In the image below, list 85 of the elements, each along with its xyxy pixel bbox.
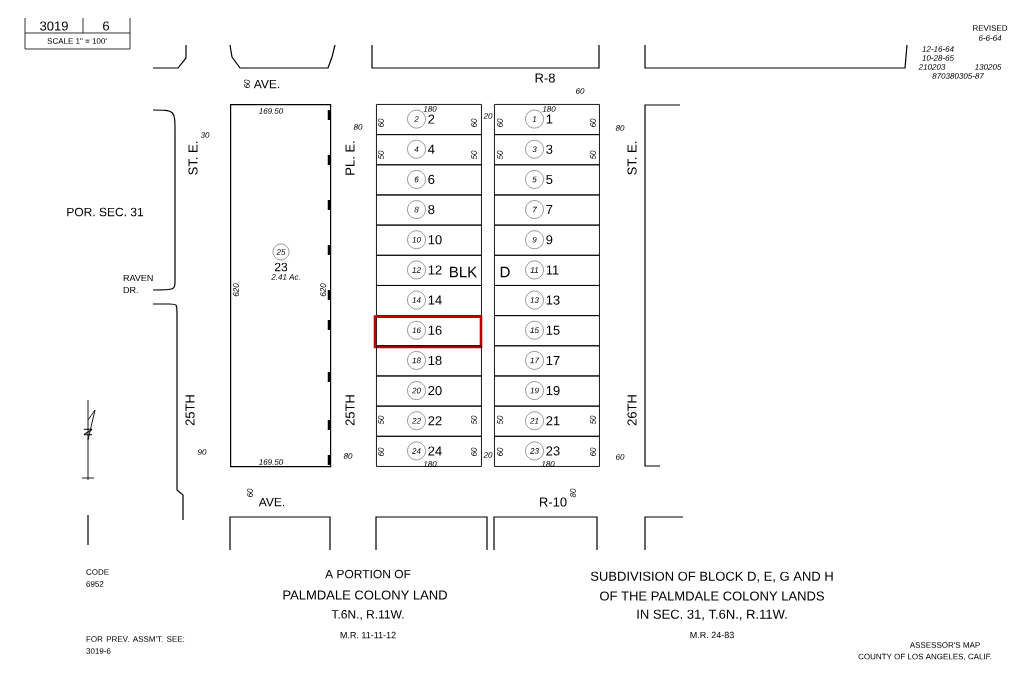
dimension-number: COUNTY OF LOS ANGELES, CALIF. (858, 653, 992, 661)
dimension-number: 80 (353, 124, 363, 130)
dimension-number: 10-28-65 (922, 55, 955, 61)
dimension-number: 60 (497, 118, 503, 127)
dimension-number: 60 (616, 454, 625, 460)
map-label: AVE. (253, 79, 280, 89)
dimension-number: 60 (378, 447, 384, 456)
dimension-number: 20 (483, 113, 493, 119)
dimension-number: 50 (497, 415, 503, 425)
dimension-number: 130205 (974, 64, 1002, 70)
map-label: OF THE PALMDALE COLONY LANDS (600, 591, 824, 601)
map-number-box: 3019 6 SCALE 1" = 100' (24, 17, 131, 50)
dimension-number: 80 (343, 453, 353, 459)
map-label: R-10 (540, 497, 567, 507)
map-label: ST. E. (627, 141, 637, 175)
lot-box: 7 7 (494, 194, 600, 226)
map-label: POR. SEC. 31 (67, 207, 144, 217)
dimension-number: 50 (590, 150, 596, 160)
map-label: A PORTION OF (325, 569, 411, 579)
lot-box: 15 15 (494, 315, 600, 347)
map-label: 26TH (627, 395, 637, 426)
dimension-number: 90 (197, 449, 207, 455)
map-label: 25TH (345, 395, 355, 426)
dimension-number: 620 (233, 283, 239, 297)
map-label: ST. E. (188, 141, 198, 175)
lot-box: 5 5 (494, 164, 600, 196)
dimension-number: 60 (576, 88, 585, 94)
lot-box: 8 8 (376, 194, 482, 226)
map-label: R-8 (535, 73, 555, 83)
lot-box: 18 18 (376, 345, 482, 377)
map-label: SUBDIVISION OF BLOCK D, E, G AND H (590, 571, 833, 583)
map-label: RAVEN DR. (123, 274, 153, 294)
dimension-number: 169.50 (258, 459, 284, 465)
map-label: D (500, 266, 510, 278)
map-label: PALMDALE COLONY LAND (283, 590, 447, 600)
lot-box: 17 17 (494, 345, 600, 377)
lot-box: 6 6 (376, 164, 482, 196)
dimension-number: 50 (471, 415, 477, 425)
dimension-number: 30 (200, 132, 210, 138)
dimension-number: 870380305-87 (932, 73, 985, 79)
map-label: AVE. (258, 497, 285, 507)
map-label: M.R. 24-83 (690, 631, 734, 639)
dimension-number: 50 (378, 150, 384, 160)
map-label: PL. E. (345, 141, 355, 175)
dimension-number: 169.50 (258, 108, 284, 114)
dimension-number: 60 (590, 447, 596, 456)
lot-box: 19 19 (494, 375, 600, 407)
dimension-number: 60 (590, 118, 596, 127)
map-label: IN SEC. 31, T.6N., R.11W. (637, 609, 787, 621)
dimension-number: 60 (497, 447, 503, 456)
dimension-number: 60 (244, 79, 250, 88)
map-label: N (83, 428, 93, 436)
dimension-number: 60 (378, 118, 384, 127)
dimension-number: 50 (471, 150, 477, 160)
dimension-number: 50 (590, 415, 596, 425)
dimension-number: 80 (615, 125, 625, 131)
dimension-number: 180 (541, 461, 555, 467)
lot-box: 16 16 (376, 315, 482, 347)
dimension-number: 6-6-64 (978, 35, 1002, 41)
lot-box: 9 9 (494, 224, 600, 256)
lot-box: 14 14 (376, 285, 482, 317)
dimension-number: REVISED (973, 25, 1008, 31)
map-label: T.6N., R.11W. (331, 610, 404, 620)
map-label: 25TH (185, 395, 195, 426)
lot-box: 20 20 (376, 375, 482, 407)
dimension-number: 210203 (918, 64, 946, 70)
dimension-number: 180 (423, 106, 437, 112)
lot-box: 13 13 (494, 285, 600, 317)
dimension-number: 80 (570, 488, 576, 498)
dimension-number: 12-16-64 (922, 46, 954, 52)
dimension-number: 60 (471, 447, 477, 456)
dimension-number: 60 (471, 118, 477, 127)
dimension-number: 180 (542, 106, 556, 112)
dimension-number: 50 (497, 150, 503, 160)
dimension-number: FOR PREV. ASSM'T. SEE: 3019-6 (86, 636, 185, 654)
lot-box: 10 10 (376, 224, 482, 256)
dimension-number: 20 (483, 452, 493, 458)
dimension-number: 620 (320, 283, 326, 297)
dimension-number: CODE 6952 (86, 569, 109, 587)
dimension-number: 50 (378, 415, 384, 425)
dimension-number: ASSESSOR'S MAP (909, 642, 980, 648)
dimension-number: 60 (247, 488, 253, 497)
map-label: M.R. 11-11-12 (340, 631, 396, 639)
map-label: BLK (450, 266, 477, 278)
dimension-number: 180 (423, 461, 437, 467)
